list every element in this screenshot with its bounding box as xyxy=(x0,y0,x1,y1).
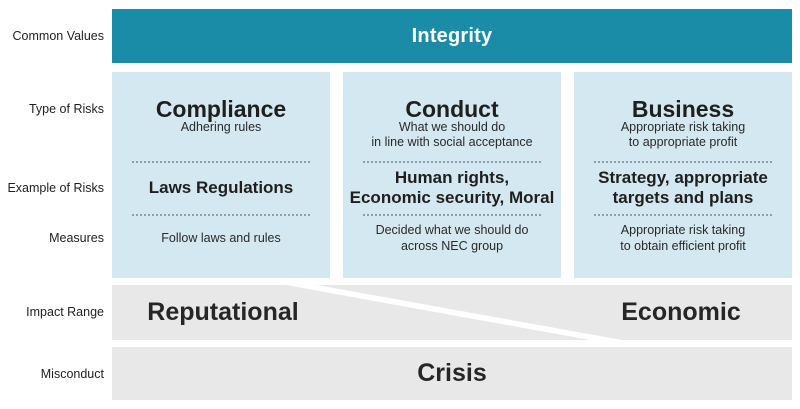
integrity-title: Integrity xyxy=(411,24,493,47)
integrity-banner: Integrity xyxy=(112,9,792,63)
business-measures: Appropriate risk taking to obtain effici… xyxy=(620,223,746,253)
risk-column-conduct: Conduct What we should do in line with s… xyxy=(343,72,561,278)
compliance-measures: Follow laws and rules xyxy=(161,230,281,245)
row-label-impact-range: Impact Range xyxy=(26,305,104,319)
impact-label-economic: Economic xyxy=(621,298,741,326)
conduct-subtitle: What we should do in line with social ac… xyxy=(371,120,533,149)
impact-label-reputational: Reputational xyxy=(147,298,299,326)
conduct-example: Human rights, Economic security, Moral xyxy=(349,168,555,207)
business-title: Business xyxy=(631,96,735,122)
divider-dotted xyxy=(131,161,311,163)
divider-dotted xyxy=(593,214,773,216)
conduct-measures: Decided what we should do across NEC gro… xyxy=(375,223,529,253)
row-label-misconduct: Misconduct xyxy=(40,367,104,381)
business-example: Strategy, appropriate targets and plans xyxy=(598,168,768,207)
divider-dotted xyxy=(593,161,773,163)
compliance-example: Laws Regulations xyxy=(148,178,294,197)
compliance-subtitle: Adhering rules xyxy=(180,120,262,134)
diagonal-divider xyxy=(286,285,622,340)
divider-dotted xyxy=(131,214,311,216)
misconduct-band: Crisis xyxy=(112,347,792,400)
row-label-common-values: Common Values xyxy=(12,29,104,43)
conduct-title: Conduct xyxy=(405,96,499,122)
row-label-type-of-risks: Type of Risks xyxy=(28,102,104,116)
impact-range-band: Reputational Economic xyxy=(112,285,792,340)
risk-column-business: Business Appropriate risk taking to appr… xyxy=(574,72,792,278)
business-subtitle: Appropriate risk taking to appropriate p… xyxy=(620,120,746,149)
row-label-measures: Measures xyxy=(49,231,104,245)
divider-dotted xyxy=(362,161,542,163)
crisis-label: Crisis xyxy=(417,359,487,387)
divider-dotted xyxy=(362,214,542,216)
risk-column-compliance: Compliance Adhering rules Laws Regulatio… xyxy=(112,72,330,278)
compliance-title: Compliance xyxy=(155,96,287,122)
row-label-example-of-risks: Example of Risks xyxy=(7,181,104,195)
